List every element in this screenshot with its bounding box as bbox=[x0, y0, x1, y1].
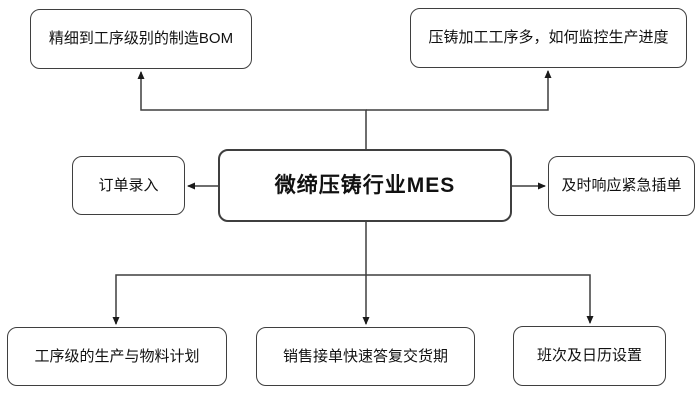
node-delivery-date-reply: 销售接单快速答复交货期 bbox=[256, 327, 475, 386]
node-shift-calendar-setup: 班次及日历设置 bbox=[513, 326, 666, 386]
node-process-level-planning-label: 工序级的生产与物料计划 bbox=[34, 347, 200, 365]
node-center-mes-label: 微缔压铸行业MES bbox=[274, 173, 456, 197]
connector-center-to-bottom-left bbox=[112, 274, 366, 325]
node-manufacturing-bom-label: 精细到工序级别的制造BOM bbox=[48, 30, 234, 47]
node-process-level-planning: 工序级的生产与物料计划 bbox=[7, 327, 227, 386]
node-order-entry: 订单录入 bbox=[72, 156, 185, 215]
node-manufacturing-bom: 精细到工序级别的制造BOM bbox=[30, 9, 252, 69]
node-shift-calendar-setup-label: 班次及日历设置 bbox=[536, 347, 642, 364]
node-urgent-order-response-label: 及时响应紧急插单 bbox=[561, 177, 682, 194]
node-center-mes: 微缔压铸行业MES bbox=[218, 149, 512, 222]
connector-center-to-top-right bbox=[366, 70, 552, 111]
node-order-entry-label: 订单录入 bbox=[98, 176, 159, 194]
node-delivery-date-reply-label: 销售接单快速答复交货期 bbox=[282, 347, 448, 365]
connector-center-to-top-left bbox=[137, 71, 367, 149]
node-urgent-order-response: 及时响应紧急插单 bbox=[548, 156, 695, 216]
connector-center-to-bottom-right bbox=[366, 274, 594, 324]
node-production-progress-monitoring: 压铸加工工序多，如何监控生产进度 bbox=[410, 8, 687, 68]
node-production-progress-monitoring-label: 压铸加工工序多，如何监控生产进度 bbox=[428, 29, 669, 46]
